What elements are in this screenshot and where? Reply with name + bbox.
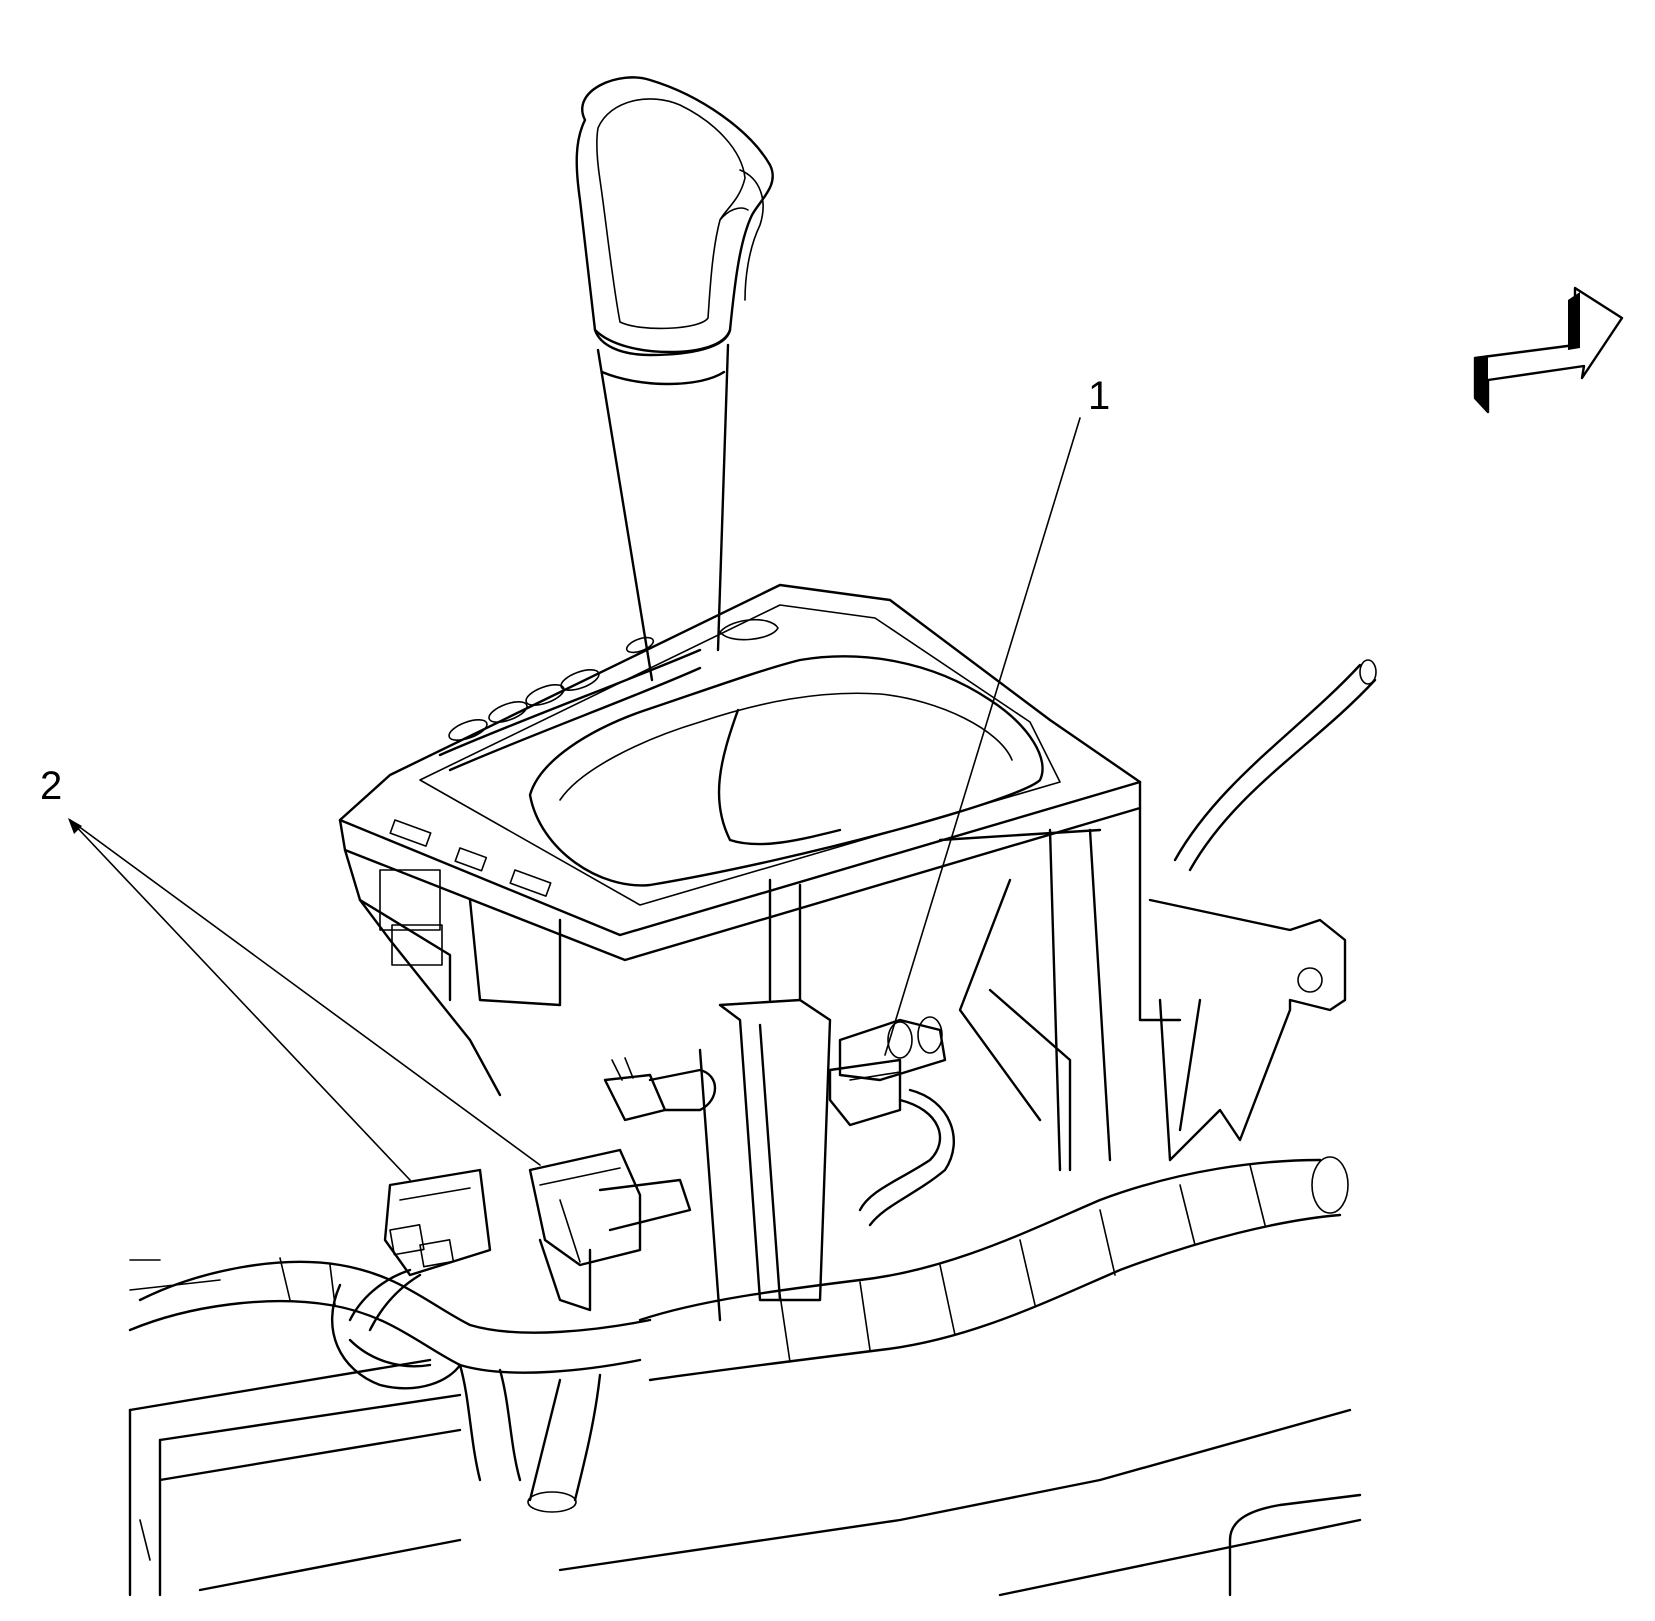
leader-line-2 [68,818,541,1181]
floor-structure [128,1259,1362,1597]
shift-interlock-solenoid [828,1016,955,1227]
shifter-bezel [338,583,1142,962]
wiring-harness-connector-center [528,1148,692,1312]
callout-label-1: 1 [1088,374,1111,418]
wiring-harness-connector-left [348,1168,492,1332]
shifter-base-housing [343,806,1182,1172]
wiring-harness-main [128,1156,1349,1513]
center-post [698,878,832,1322]
shift-cable [1173,659,1377,872]
mounting-bracket-right [1148,898,1347,1162]
callout-label-2: 2 [40,764,63,808]
shift-lever-shaft [596,343,730,682]
small-connector [603,1057,717,1122]
front-direction-arrow-icon [1473,286,1624,414]
leader-line-1 [884,417,1081,1056]
shift-knob [575,76,774,357]
